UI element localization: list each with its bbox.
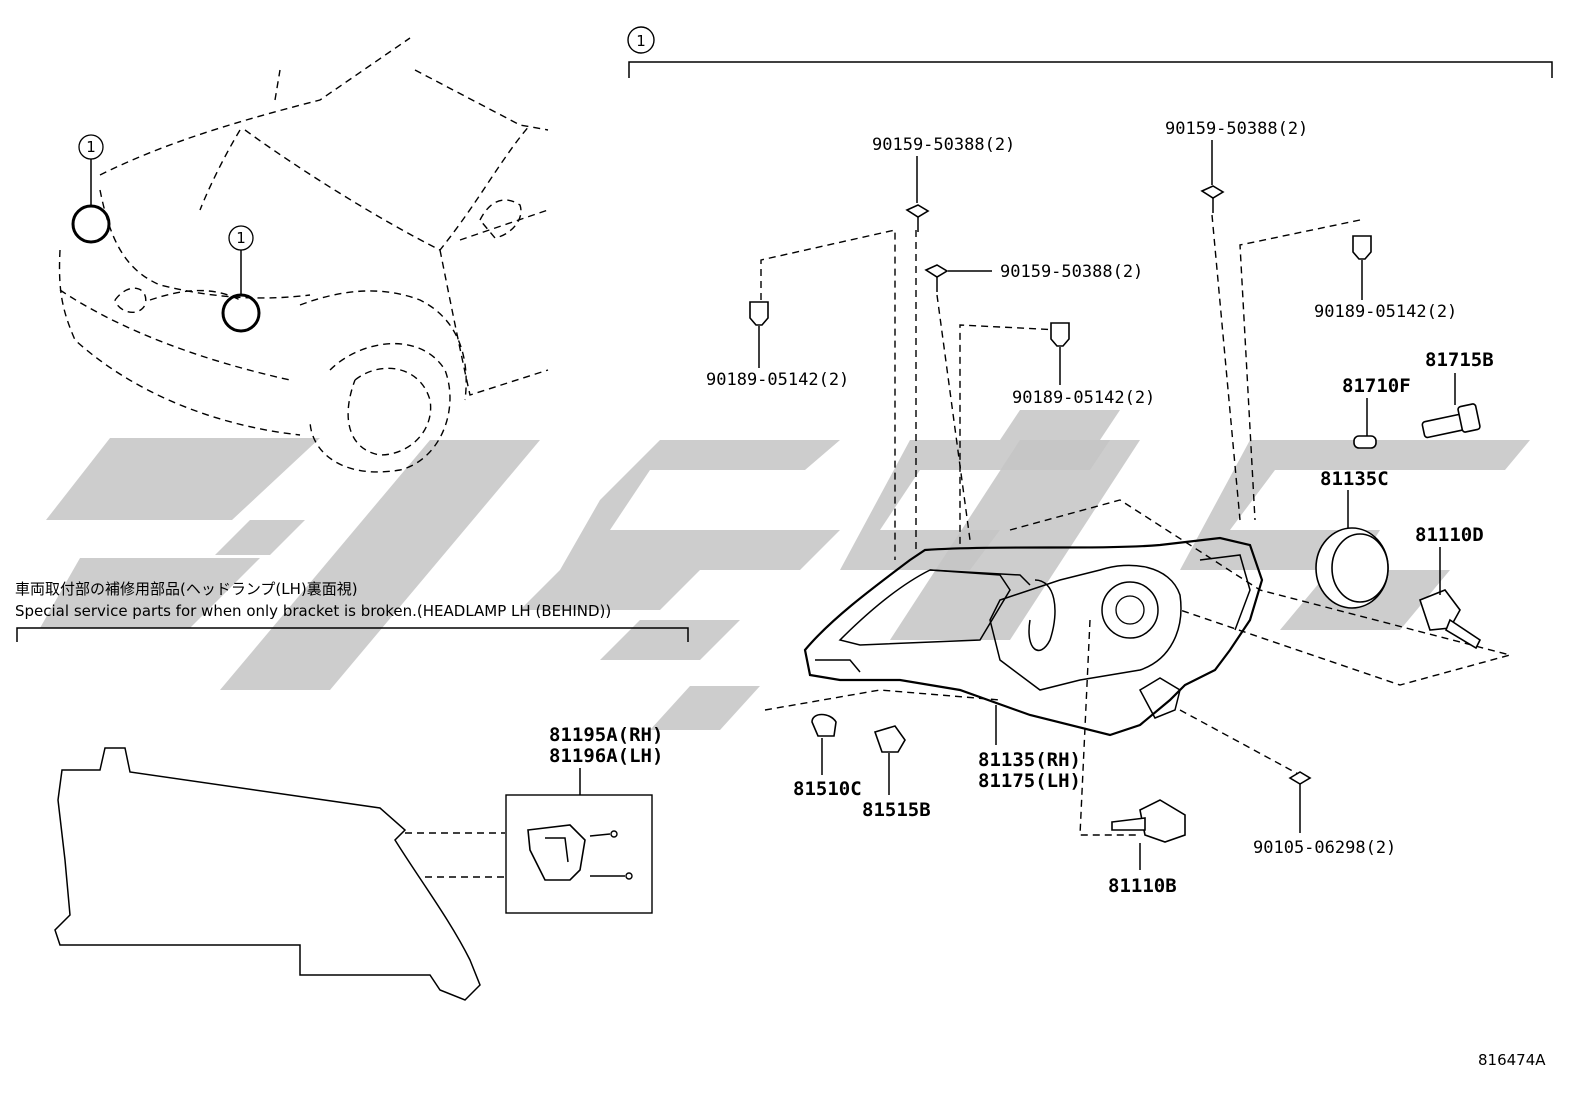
label-90159-b: 90159-50388(2) — [1000, 262, 1143, 282]
label-81110d: 81110D — [1415, 524, 1484, 546]
screw-90159-c — [1200, 185, 1225, 199]
label-bracket-lh: 81196A(LH) — [549, 745, 663, 767]
label-leaders — [758, 140, 1456, 870]
label-90159-a: 90159-50388(2) — [872, 135, 1015, 155]
label-81510c: 81510C — [793, 778, 862, 800]
figure-id: 816474A — [1478, 1051, 1546, 1069]
label-90189-b: 90189-05142(2) — [1012, 388, 1155, 408]
ref-marker-1: 1 — [636, 32, 646, 50]
screw-90159-a — [905, 204, 930, 218]
service-parts-note: 車両取付部の補修用部品(ヘッドランプ(LH)裏面視) Special servi… — [15, 580, 689, 642]
label-81515b: 81515B — [862, 799, 931, 821]
label-81135c: 81135C — [1320, 468, 1389, 490]
label-90189-c: 90189-05142(2) — [1314, 302, 1457, 322]
vehicle-front-sketch: 1 1 — [58, 37, 549, 473]
clip-90189-a — [749, 301, 769, 326]
label-90105: 90105-06298(2) — [1253, 838, 1396, 858]
label-81110b: 81110B — [1108, 875, 1177, 897]
bracket-inset: 81195A(RH) 81196A(LH) — [505, 724, 663, 914]
label-81175-lh: 81175(LH) — [978, 770, 1081, 792]
label-90189-a: 90189-05142(2) — [706, 370, 849, 390]
label-bracket-rh: 81195A(RH) — [549, 724, 663, 746]
clip-90189-c — [1352, 235, 1372, 260]
ref-marker-headlamp-rh: 1 — [86, 138, 96, 156]
watermark-logo — [40, 410, 1530, 730]
label-81135-rh: 81135(RH) — [978, 749, 1081, 771]
assembly-bracket-top: 1 — [627, 26, 1553, 78]
ref-marker-headlamp-lh: 1 — [236, 229, 246, 247]
part-labels: 90159-50388(2) 90159-50388(2) 90159-5038… — [706, 119, 1546, 1069]
headlamp-rear-outline — [54, 747, 505, 1001]
note-english: Special service parts for when only brac… — [15, 602, 611, 620]
headlamp-assembly — [803, 536, 1264, 737]
note-japanese: 車両取付部の補修用部品(ヘッドランプ(LH)裏面視) — [15, 580, 358, 598]
label-81715b: 81715B — [1425, 349, 1494, 371]
label-81710f: 81710F — [1342, 375, 1411, 397]
label-90159-c: 90159-50388(2) — [1165, 119, 1308, 139]
clip-90189-b — [1050, 322, 1070, 347]
small-parts — [749, 185, 1482, 843]
screw-90159-b — [924, 264, 949, 278]
leader-lines — [760, 214, 1513, 836]
